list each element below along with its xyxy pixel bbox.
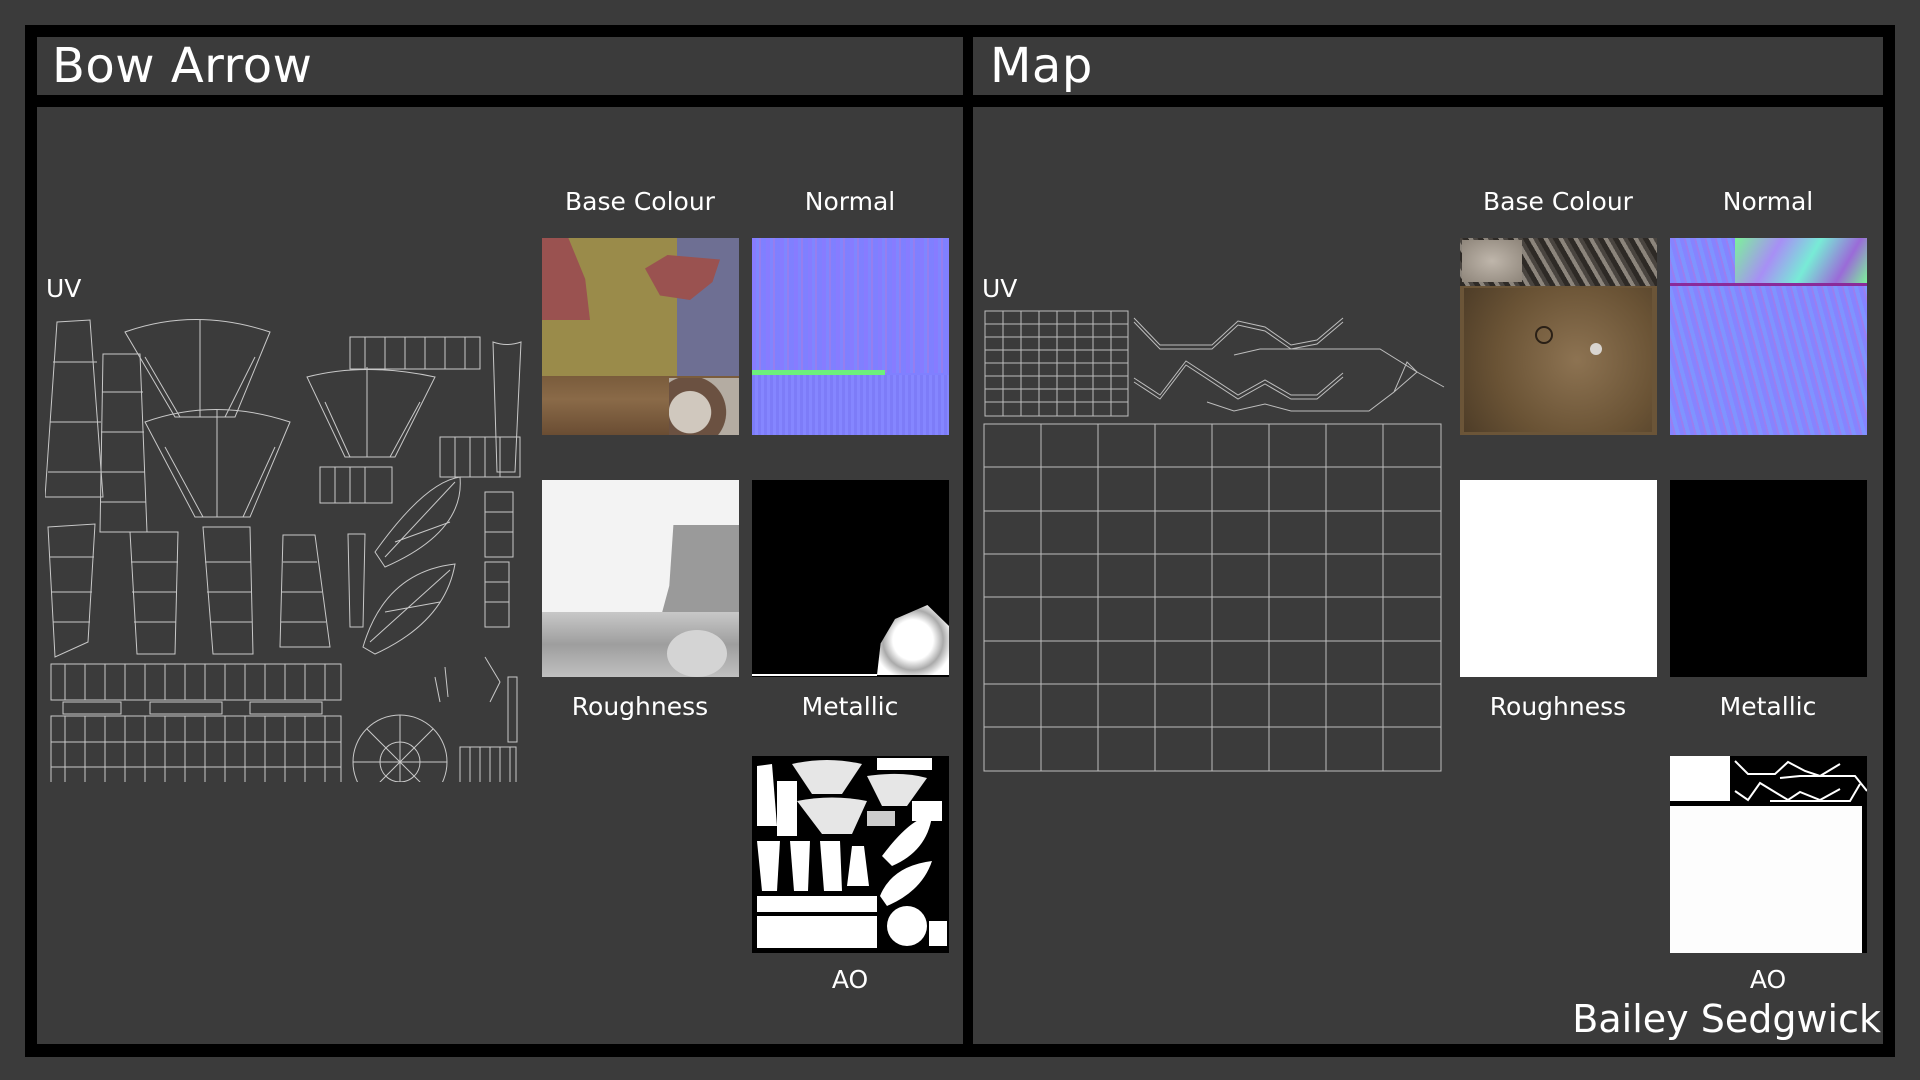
- map-title: Map: [990, 38, 1093, 94]
- bow-arrow-ao-label: AO: [831, 965, 869, 994]
- bow-arrow-uv-label: UV: [46, 274, 82, 303]
- map-metallic-label: Metallic: [1719, 692, 1817, 721]
- map-body: UV Base Colour Normal Roughness Metallic: [973, 107, 1883, 1044]
- bow-arrow-body: UV: [37, 107, 963, 1044]
- map-uv-layout: [983, 310, 1445, 772]
- map-header: Map: [973, 37, 1883, 95]
- map-normal-label: Normal: [1722, 187, 1814, 216]
- bow-arrow-roughness-map: [542, 480, 739, 677]
- map-base-colour-map: [1460, 238, 1657, 435]
- map-roughness-map: [1460, 480, 1657, 677]
- map-ao-label: AO: [1749, 965, 1787, 994]
- bow-arrow-ao-map: [752, 756, 949, 953]
- bow-arrow-roughness-label: Roughness: [571, 692, 709, 721]
- bow-arrow-base-colour-map: [542, 238, 739, 435]
- bow-arrow-metallic-label: Metallic: [801, 692, 899, 721]
- bow-arrow-base-colour-label: Base Colour: [565, 187, 715, 216]
- bow-arrow-normal-map: [752, 238, 949, 435]
- map-ao-map: [1670, 756, 1867, 953]
- bow-arrow-metallic-map: [752, 480, 949, 677]
- bow-arrow-uv-layout: [45, 319, 522, 782]
- author-credit: Bailey Sedgwick: [1572, 997, 1881, 1041]
- map-metallic-map: [1670, 480, 1867, 677]
- bow-arrow-title: Bow Arrow: [52, 38, 313, 94]
- map-base-colour-label: Base Colour: [1483, 187, 1633, 216]
- map-uv-label: UV: [982, 274, 1018, 303]
- bow-arrow-normal-label: Normal: [804, 187, 896, 216]
- map-roughness-label: Roughness: [1489, 692, 1627, 721]
- bow-arrow-header: Bow Arrow: [37, 37, 963, 95]
- map-normal-map: [1670, 238, 1867, 435]
